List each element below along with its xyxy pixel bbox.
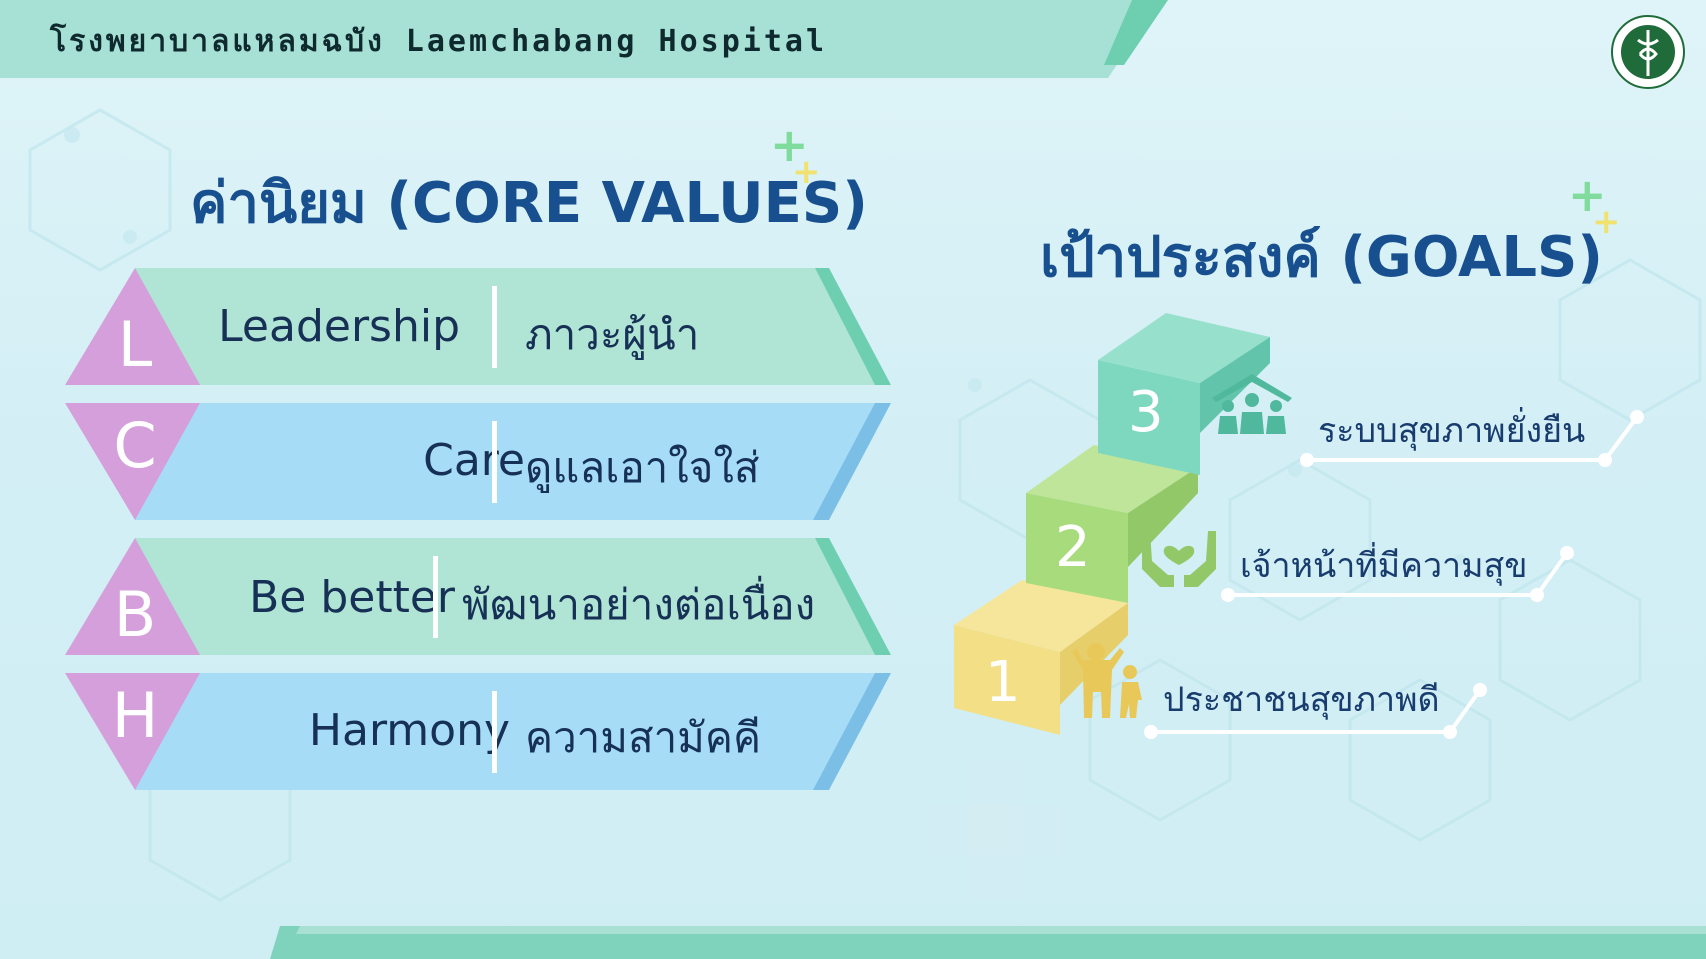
- caring-hands-heart-icon: [1142, 531, 1216, 587]
- goal-text: เจ้าหน้าที่มีความสุข: [1240, 546, 1528, 586]
- family-icon: [1072, 643, 1142, 718]
- community-house-icon: [1212, 374, 1292, 434]
- core-value-row-be-better: B Be better พัฒนาอย่างต่อเนื่อง: [65, 538, 895, 658]
- header-bar: [0, 0, 1168, 78]
- core-value-letter: L: [117, 308, 153, 381]
- divider: [492, 286, 497, 368]
- core-value-thai: ดูแลเอาใจใส่: [525, 443, 760, 492]
- goal-connector-lines: [1144, 410, 1644, 739]
- divider: [492, 421, 497, 503]
- core-value-row-care: C Care ดูแลเอาใจใส่: [65, 403, 895, 523]
- divider: [433, 556, 438, 638]
- core-value-english: Care: [423, 435, 525, 486]
- core-value-letter: H: [111, 679, 159, 752]
- core-value-english: Harmony: [308, 705, 510, 756]
- goal-text: ประชาชนสุขภาพดี: [1163, 680, 1440, 720]
- core-value-thai: ความสามัคคี: [525, 713, 762, 762]
- plus-decoration-icon: +: [1568, 168, 1607, 222]
- goal-text: ระบบสุขภาพยั่งยืน: [1318, 411, 1586, 451]
- row-shape: [65, 538, 891, 655]
- core-value-row-leadership: L Leadership ภาวะผู้นำ: [65, 268, 895, 388]
- divider: [492, 691, 497, 773]
- core-values-title: ค่านิยม (CORE VALUES): [190, 171, 868, 236]
- plus-decoration-icon: +: [770, 118, 809, 172]
- core-value-letter: C: [113, 409, 157, 482]
- core-value-letter: B: [113, 578, 157, 651]
- row-shape: [65, 268, 891, 385]
- core-value-english: Leadership: [218, 301, 460, 352]
- goal-step-number: 2: [1055, 515, 1091, 580]
- core-value-row-harmony: H Harmony ความสามัคคี: [65, 673, 895, 793]
- core-value-thai: ภาวะผู้นำ: [525, 310, 700, 359]
- hospital-name: โรงพยาบาลแหลมฉบัง Laemchabang Hospital: [50, 24, 828, 59]
- goals-title: เป้าประสงค์ (GOALS): [1040, 225, 1603, 290]
- goal-step-number: 3: [1128, 380, 1164, 445]
- plus-decoration-icon: +: [792, 152, 821, 192]
- ministry-of-public-health-seal-icon: [1611, 15, 1685, 89]
- core-value-thai: พัฒนาอย่างต่อเนื่อง: [462, 580, 816, 629]
- goals-staircase: [954, 313, 1270, 735]
- row-shape: [65, 403, 891, 520]
- plus-decoration-icon: +: [1592, 202, 1621, 242]
- core-value-english: Be better: [249, 572, 455, 623]
- row-shape: [65, 673, 891, 790]
- goal-step-number: 1: [985, 650, 1021, 715]
